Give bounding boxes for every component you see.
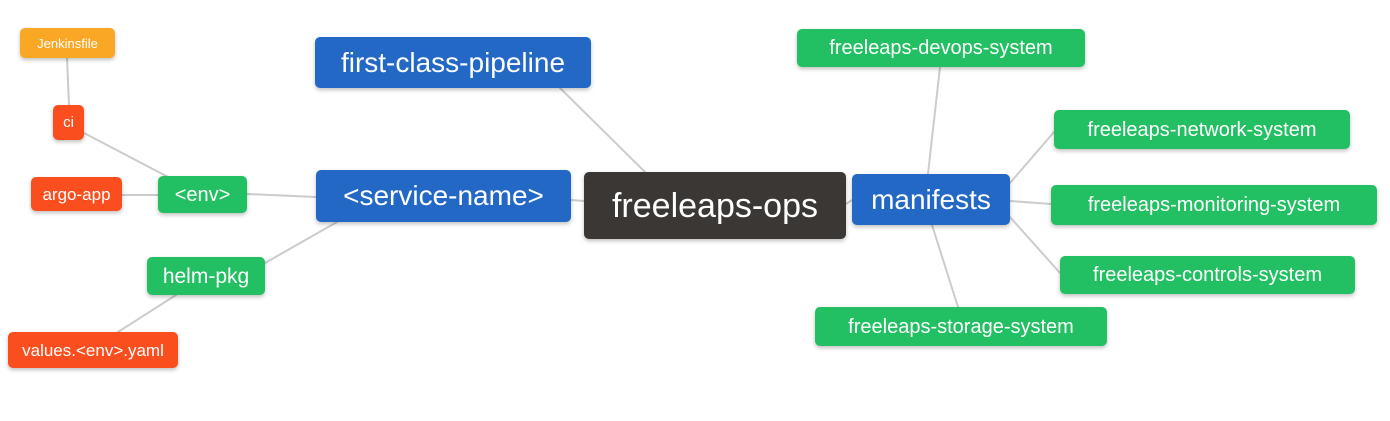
mindmap-node-service-name[interactable]: <service-name> bbox=[316, 170, 571, 222]
edge-manifests-to-freeleaps-network-system bbox=[1009, 131, 1055, 184]
edge-jenkinsfile-to-ci bbox=[66, 57, 70, 106]
edge-manifests-to-freeleaps-controls-system bbox=[1009, 216, 1061, 274]
mindmap-node-freeleaps-storage-system[interactable]: freeleaps-storage-system bbox=[815, 307, 1107, 346]
mindmap-node-first-class-pipeline[interactable]: first-class-pipeline bbox=[315, 37, 591, 88]
edge-service-name-to-helm-pkg bbox=[264, 221, 338, 264]
edge-service-name-to-freeleaps-ops bbox=[570, 199, 585, 202]
edge-manifests-to-freeleaps-storage-system bbox=[931, 224, 959, 308]
edge-freeleaps-devops-system-to-manifests bbox=[927, 66, 941, 175]
edge-env-to-service-name bbox=[246, 193, 317, 198]
mindmap-node-helm-pkg[interactable]: helm-pkg bbox=[147, 257, 265, 295]
mindmap-node-freeleaps-network-system[interactable]: freeleaps-network-system bbox=[1054, 110, 1350, 149]
mindmap-node-ci[interactable]: ci bbox=[53, 105, 84, 140]
edge-ci-to-env bbox=[83, 132, 171, 179]
mindmap-node-freeleaps-controls-system[interactable]: freeleaps-controls-system bbox=[1060, 256, 1355, 294]
mindmap-node-argo-app[interactable]: argo-app bbox=[31, 177, 122, 211]
mindmap-node-manifests[interactable]: manifests bbox=[852, 174, 1010, 225]
edge-helm-pkg-to-values-env-yaml bbox=[117, 294, 177, 333]
edge-first-class-pipeline-to-freeleaps-ops bbox=[559, 87, 646, 173]
mindmap-node-freeleaps-ops[interactable]: freeleaps-ops bbox=[584, 172, 846, 239]
edge-manifests-to-freeleaps-monitoring-system bbox=[1009, 200, 1052, 205]
mindmap-node-jenkinsfile[interactable]: Jenkinsfile bbox=[20, 28, 115, 58]
mindmap-node-env[interactable]: <env> bbox=[158, 176, 247, 213]
mindmap-node-freeleaps-devops-system[interactable]: freeleaps-devops-system bbox=[797, 29, 1085, 67]
mindmap-node-values-env-yaml[interactable]: values.<env>.yaml bbox=[8, 332, 178, 368]
mindmap-node-freeleaps-monitoring-system[interactable]: freeleaps-monitoring-system bbox=[1051, 185, 1377, 225]
